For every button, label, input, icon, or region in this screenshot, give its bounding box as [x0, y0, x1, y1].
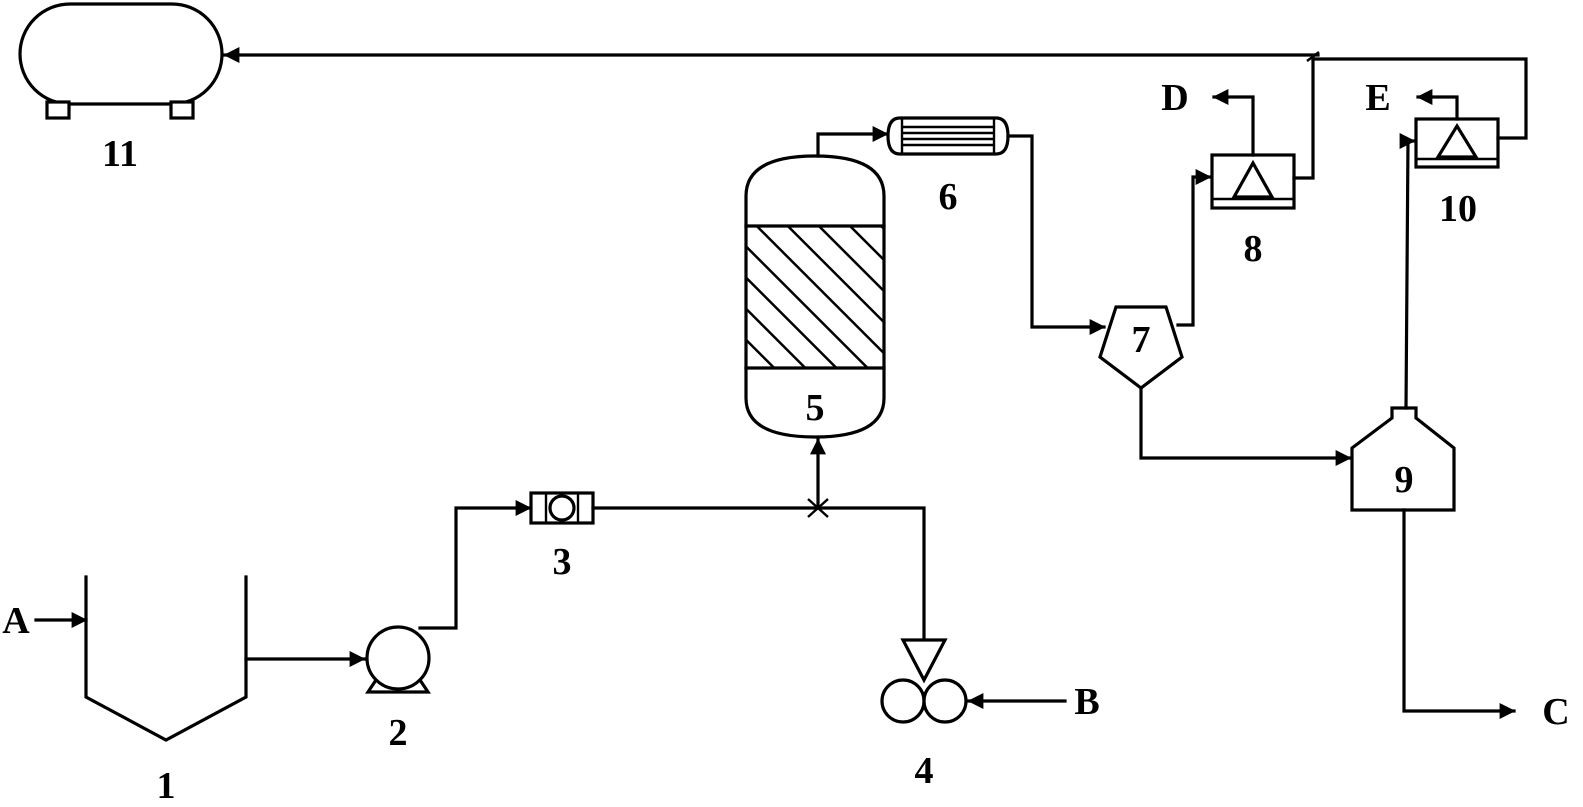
condenser-shell [886, 116, 1010, 156]
feed-tank-1 [84, 575, 248, 742]
rollers-4 [880, 638, 968, 724]
label-filter10: 10 [1439, 188, 1477, 230]
roller-left [880, 678, 926, 724]
storage-tank-leg-right [169, 100, 195, 120]
pipe-reactor-to-condenser [816, 126, 889, 158]
filter-10 [1414, 117, 1500, 169]
pipe-flowmeter-to-rollers [591, 506, 926, 642]
pipe-separator-to-settler [1139, 386, 1352, 466]
storage-tank-11 [18, 2, 224, 120]
pump-2 [365, 625, 431, 694]
filter10-cone [1435, 122, 1479, 159]
label-rollers: 4 [915, 750, 934, 792]
label-stream-e: E [1365, 77, 1390, 119]
roller-right [922, 678, 968, 724]
filter8-cone [1231, 159, 1275, 199]
pipe-filter8-to-recycle [1292, 55, 1315, 180]
label-stream-b: B [1074, 681, 1099, 723]
label-filter8: 8 [1244, 228, 1263, 270]
separator-7 [1098, 305, 1184, 391]
storage-tank-leg-left [45, 100, 71, 120]
flowmeter-3 [529, 491, 595, 525]
rollers-hopper [900, 638, 948, 684]
label-stream-d: D [1161, 77, 1188, 119]
reactor-catalyst-bed [747, 226, 883, 368]
label-feed-tank: 1 [157, 765, 176, 807]
label-settler: 9 [1395, 459, 1414, 501]
label-flowmeter: 3 [553, 541, 572, 583]
filter-8 [1210, 153, 1296, 210]
pipe-condenser-to-separator [1006, 134, 1106, 335]
pipe-filter8-to-d [1212, 89, 1255, 157]
pipe-filter10-to-e [1416, 89, 1459, 121]
recycle-junction-marker [1306, 51, 1320, 62]
label-stream-c: C [1542, 691, 1569, 733]
label-condenser: 6 [939, 176, 958, 218]
pipe-settler-to-filter10 [1399, 133, 1416, 410]
settler-9 [1350, 406, 1456, 512]
label-pump: 2 [389, 712, 408, 754]
reactor-5 [744, 154, 886, 439]
label-separator: 7 [1132, 319, 1151, 361]
pipe-pump-to-flowmeter [418, 500, 532, 630]
label-reactor: 5 [806, 387, 825, 429]
pipe-separator-to-filter8 [1176, 169, 1212, 327]
pipe-settler-to-c [1402, 508, 1516, 719]
label-storage-tank: 11 [102, 133, 138, 175]
pump-body [365, 625, 431, 691]
condenser-6 [886, 116, 1010, 156]
pipe-filter10-to-recycle [1311, 57, 1528, 140]
label-stream-a: A [2, 600, 30, 642]
storage-tank-body [18, 2, 224, 106]
flowmeter-float [548, 494, 576, 522]
